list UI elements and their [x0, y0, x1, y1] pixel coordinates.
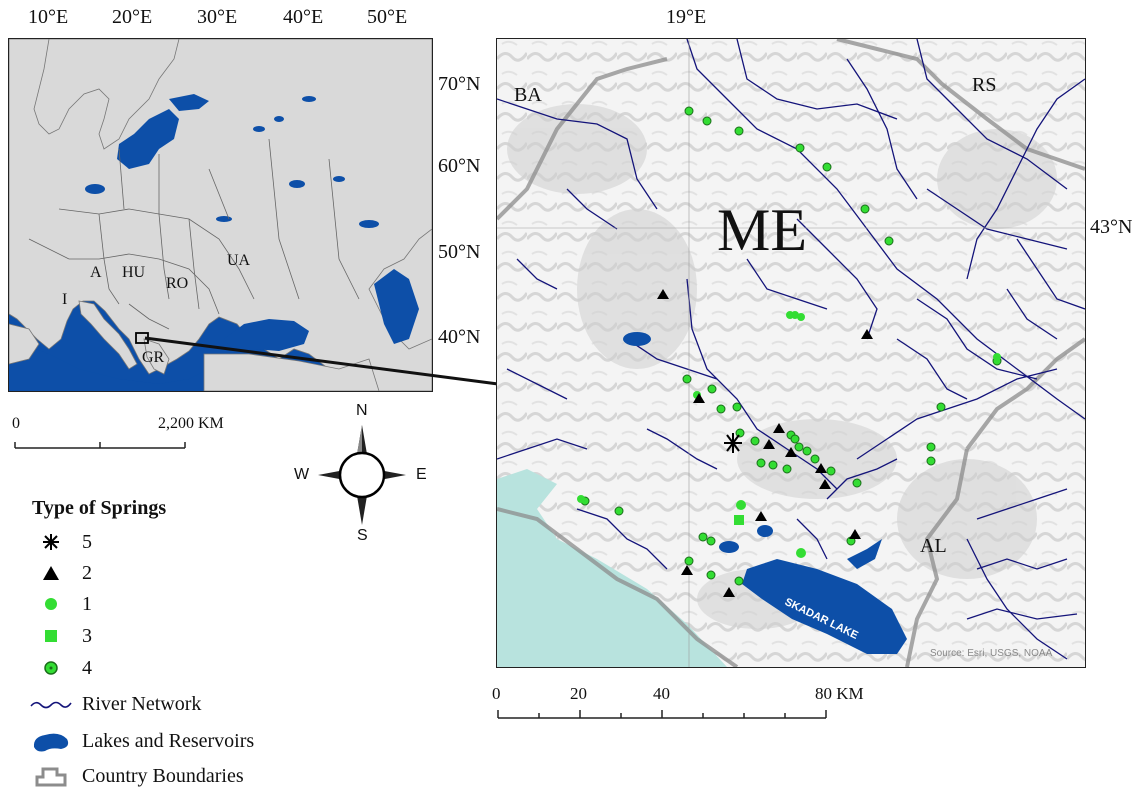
- country-label-me: ME: [717, 197, 807, 263]
- spring-type-5: [724, 433, 742, 453]
- overview-country-label: I: [62, 291, 68, 308]
- compass-east: E: [416, 466, 427, 483]
- legend-item: 5: [30, 528, 92, 556]
- river-network: [497, 39, 1085, 660]
- overview-country-label: GR: [142, 349, 165, 366]
- legend-label: 3: [82, 624, 92, 647]
- map-attribution: Source: Esri, USGS, NOAA: [930, 648, 1053, 659]
- detail-scale-tick: 20: [570, 684, 587, 703]
- green-ringed-dot-icon: [30, 655, 72, 681]
- caspian-sea: [374, 269, 419, 344]
- connector-line: [144, 336, 499, 386]
- overview-scale-start: 0: [12, 415, 20, 432]
- detail-map-graphic: [497, 39, 1085, 667]
- overview-lon-label: 50°E: [367, 6, 408, 28]
- legend-label: Country Boundaries: [82, 764, 244, 787]
- country-borders: [28, 138, 360, 330]
- overview-country-label: HU: [122, 264, 146, 281]
- compass-north: N: [356, 402, 368, 419]
- legend-item: 1: [30, 590, 92, 618]
- detail-scale-tick: 40: [653, 684, 670, 703]
- overview-scale-end: 2,200 KM: [158, 415, 224, 432]
- overview-lat-label: 40°N: [438, 326, 481, 348]
- compass-south: S: [357, 527, 368, 544]
- baltic-sea: [117, 109, 179, 169]
- legend-item: Lakes and Reservoirs: [30, 727, 254, 755]
- detail-lon-label: 19°E: [666, 6, 707, 28]
- legend-label: 1: [82, 592, 92, 615]
- legend-item: River Network: [30, 690, 201, 718]
- country-label-ba: BA: [514, 84, 542, 106]
- overview-lon-label: 10°E: [28, 6, 69, 28]
- legend-item: 3: [30, 622, 92, 650]
- scandinavia: [33, 39, 180, 150]
- legend-label: 5: [82, 530, 92, 553]
- overview-scale-bar: [14, 442, 186, 449]
- asterisk-icon: [30, 529, 72, 555]
- overview-lat-label: 70°N: [438, 73, 481, 95]
- adriatic-sea: [497, 469, 727, 667]
- overview-country-label: RO: [166, 275, 189, 292]
- legend-label: 4: [82, 656, 92, 679]
- overview-country-label: A: [90, 264, 102, 281]
- overview-country-label: UA: [227, 252, 251, 269]
- green-square-icon: [30, 623, 72, 649]
- legend-item: 4: [30, 654, 92, 682]
- overview-map-graphic: [9, 39, 432, 391]
- country-label-al: AL: [920, 535, 947, 557]
- detail-lat-label: 43°N: [1090, 216, 1133, 238]
- springs-type-4: [580, 106, 1002, 586]
- overview-lon-label: 20°E: [112, 6, 153, 28]
- overview-lat-label: 60°N: [438, 155, 481, 177]
- overview-map: [8, 38, 433, 392]
- detail-map: [496, 38, 1086, 668]
- river-line-icon: [30, 691, 72, 717]
- italy: [78, 300, 138, 370]
- skadar-lake: [742, 559, 907, 654]
- springs-type-2: [657, 289, 873, 597]
- legend-label: Lakes and Reservoirs: [82, 729, 255, 752]
- detail-scale-bar: [497, 710, 827, 719]
- compass-rose-icon: [318, 425, 406, 525]
- overview-lat-label: 50°N: [438, 241, 481, 263]
- triangle-icon: [30, 560, 72, 586]
- overview-lon-label: 30°E: [197, 6, 238, 28]
- boundary-shape-icon: [30, 763, 72, 789]
- legend-item: 2: [30, 559, 92, 587]
- country-label-rs: RS: [972, 74, 997, 96]
- compass-west: W: [294, 466, 310, 483]
- detail-scale-tick: 0: [492, 684, 501, 703]
- black-sea: [224, 319, 309, 351]
- spring-type-3: [734, 515, 744, 525]
- legend-title: Type of Springs: [32, 497, 167, 519]
- overview-lon-label: 40°E: [283, 6, 324, 28]
- green-dot-icon: [30, 591, 72, 617]
- legend-label: 2: [82, 561, 92, 584]
- lake-shape-icon: [30, 728, 72, 754]
- legend-label: River Network: [82, 692, 202, 715]
- legend-item: Country Boundaries: [30, 762, 244, 790]
- detail-scale-tick: 80 KM: [815, 684, 864, 703]
